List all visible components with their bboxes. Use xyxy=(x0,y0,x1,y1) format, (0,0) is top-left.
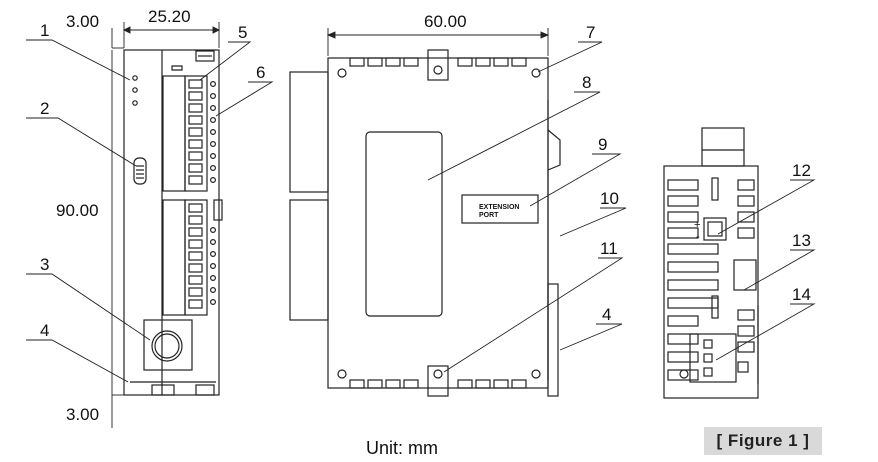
end-right-slots xyxy=(737,179,755,353)
front-bottom-vents xyxy=(349,379,527,389)
callout-3: 3 xyxy=(40,255,49,274)
unit-label: Unit: mm xyxy=(366,438,438,458)
callout-numbers: 1 2 3 4 5 6 7 8 9 10 11 4 12 13 14 xyxy=(40,21,811,340)
callout-8: 8 xyxy=(582,73,591,92)
callout-7: 7 xyxy=(586,23,595,42)
dim-height: 90.00 xyxy=(56,201,99,220)
side-view-dimensions xyxy=(111,22,221,428)
front-view-dimensions xyxy=(326,28,550,56)
minus-symbol: - xyxy=(696,231,700,243)
callout-5: 5 xyxy=(238,23,247,42)
end-view xyxy=(663,127,759,399)
callout-9: 9 xyxy=(598,135,607,154)
callout-4-side: 4 xyxy=(40,321,49,340)
callout-4-front: 4 xyxy=(602,305,611,324)
callout-12: 12 xyxy=(792,161,811,180)
dimension-labels: 3.00 25.20 60.00 90.00 3.00 xyxy=(56,7,467,424)
callout-13: 13 xyxy=(792,231,811,250)
upper-terminal-slots xyxy=(188,79,203,185)
callout-6: 6 xyxy=(256,63,265,82)
plus-symbol: + xyxy=(694,219,700,231)
front-top-vents xyxy=(349,57,527,67)
leader-lines xyxy=(26,39,816,383)
lower-terminal-slots xyxy=(188,203,203,309)
callout-2: 2 xyxy=(40,99,49,118)
dim-bottom-offset: 3.00 xyxy=(66,405,99,424)
side-view xyxy=(123,49,223,396)
callout-14: 14 xyxy=(792,285,811,304)
callout-11: 11 xyxy=(600,239,618,258)
extension-port-label-line1: EXTENSION xyxy=(479,204,519,211)
front-view xyxy=(289,49,561,397)
callout-10: 10 xyxy=(600,189,619,208)
dim-top-offset: 3.00 xyxy=(66,12,99,31)
extension-port-label-line2: PORT xyxy=(479,212,499,219)
dim-front-width: 60.00 xyxy=(424,12,467,31)
figure-label: [ Figure 1 ] xyxy=(704,427,822,455)
callout-1: 1 xyxy=(40,21,49,40)
dim-side-width: 25.20 xyxy=(148,7,191,26)
end-left-slots xyxy=(667,179,719,381)
terminal-indicators xyxy=(210,80,217,306)
